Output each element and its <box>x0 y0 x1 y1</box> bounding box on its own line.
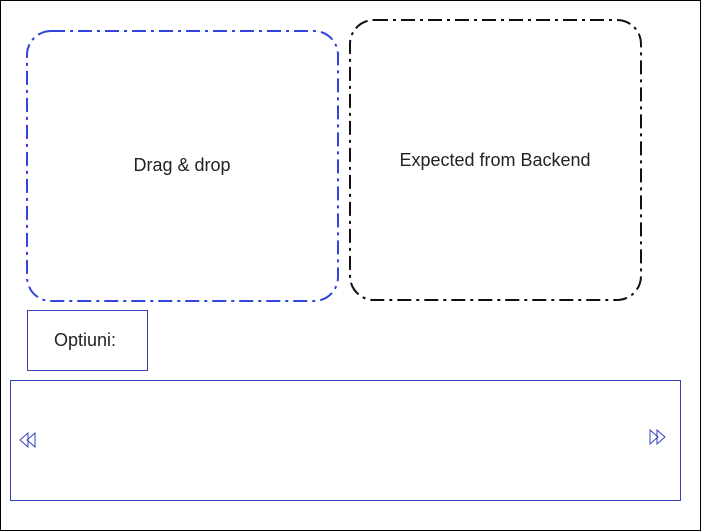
options-carousel[interactable] <box>10 380 681 501</box>
double-chevron-left-icon[interactable] <box>19 431 36 449</box>
drag-drop-zone[interactable]: Drag & drop <box>26 30 339 302</box>
options-label: Optiuni: <box>54 330 116 350</box>
drag-drop-zone-border <box>26 30 339 302</box>
options-box: Optiuni: <box>27 310 148 371</box>
carousel-border <box>10 380 681 501</box>
options-box-border <box>27 310 148 371</box>
backend-zone-label: Expected from Backend <box>399 150 590 170</box>
backend-zone: Expected from Backend <box>349 19 642 301</box>
drag-drop-label: Drag & drop <box>133 155 230 175</box>
double-chevron-right-icon[interactable] <box>649 428 666 446</box>
backend-zone-border <box>349 19 642 301</box>
